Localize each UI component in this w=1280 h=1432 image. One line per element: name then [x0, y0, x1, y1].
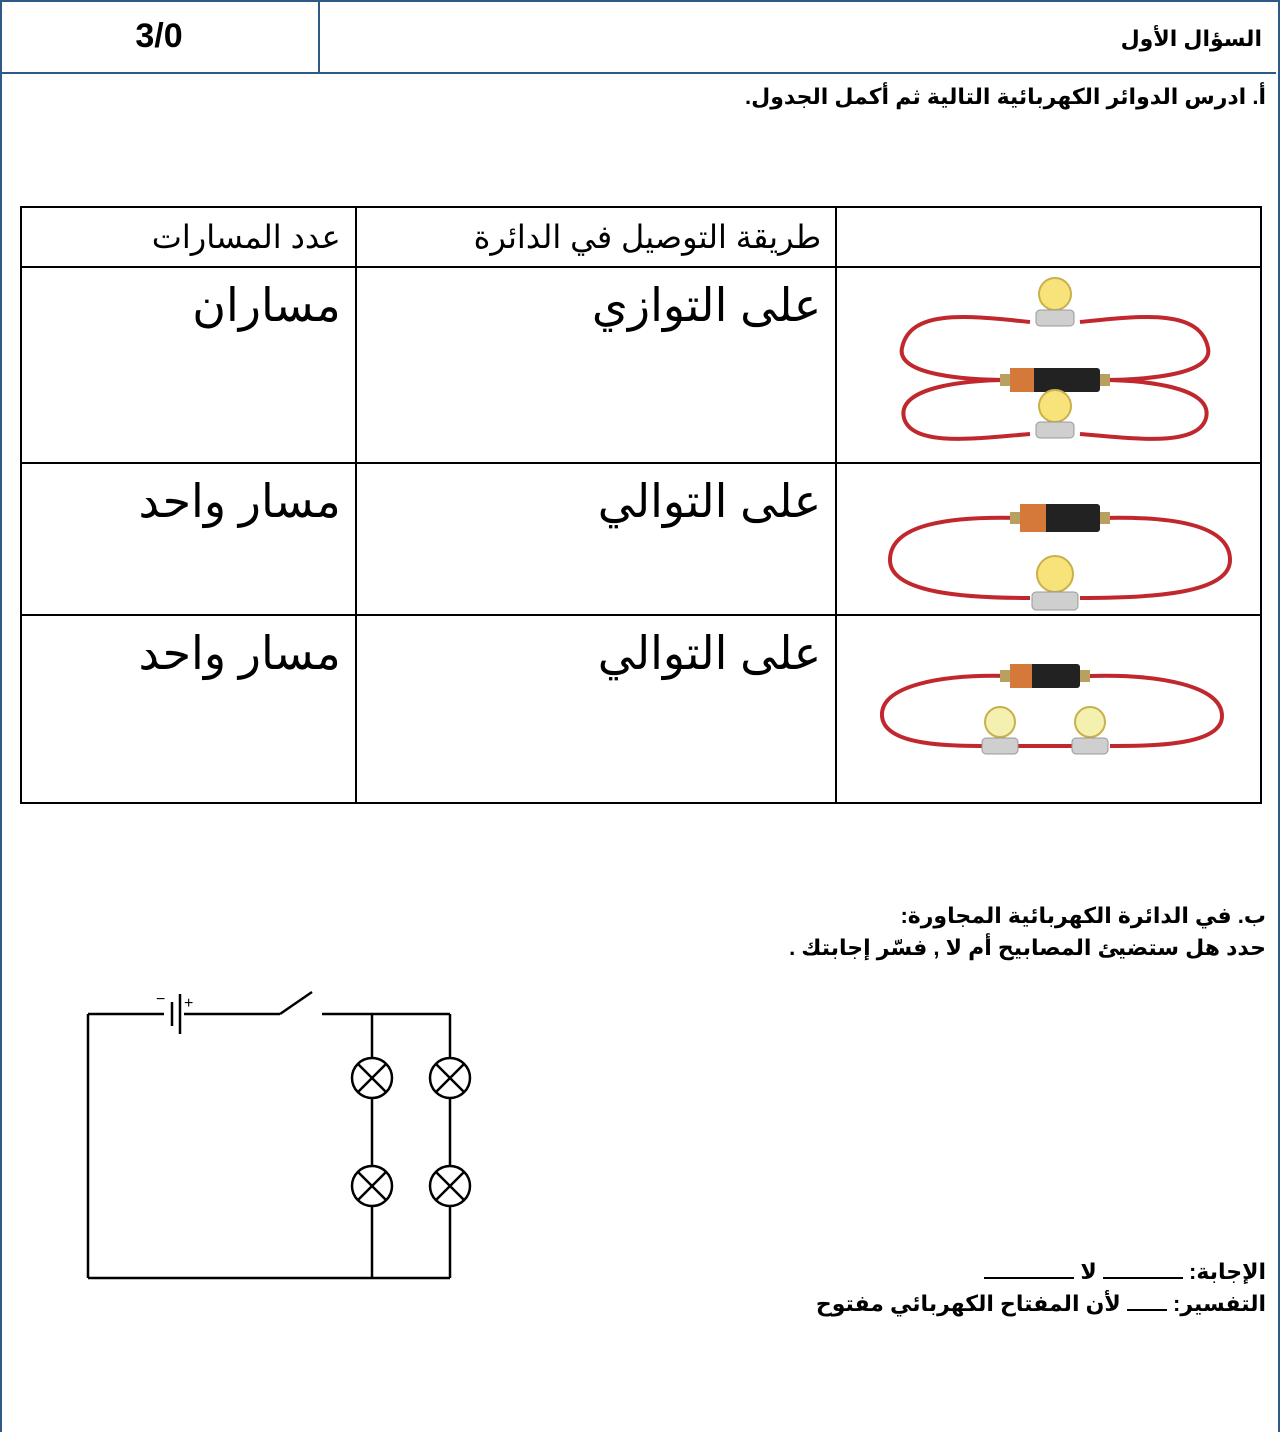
part-b-line-2: حدد هل ستضيئ المصابيح أم لا , فسّر إجابت… — [789, 935, 1266, 960]
battery-plus-label: + — [184, 995, 193, 1012]
score-box: 3/0 — [0, 0, 320, 72]
paths-text: مسار واحد — [138, 475, 341, 527]
question-title: السؤال الأول — [1120, 26, 1262, 51]
paths-text: مساران — [192, 279, 341, 331]
method-text: على التوالي — [597, 475, 822, 527]
series-circuit-one-bulb-icon — [887, 504, 1233, 611]
method-text: على التوالي — [597, 627, 822, 679]
method-cell: على التوالي — [354, 462, 838, 616]
explanation-label: التفسير: — [1173, 1291, 1266, 1316]
circuit-image-cell — [835, 614, 1262, 804]
paths-cell: مساران — [20, 266, 357, 464]
method-cell: على التوازي — [354, 266, 838, 464]
paths-text: مسار واحد — [138, 627, 341, 679]
series-circuit-two-bulbs-icon — [879, 664, 1225, 755]
method-text: على التوازي — [591, 279, 822, 331]
battery-minus-label: − — [156, 991, 165, 1008]
answer-blank-before — [1102, 1277, 1183, 1279]
explanation-line: التفسير: لأن المفتاح الكهربائي مفتوح — [816, 1288, 1266, 1320]
part-a-instruction: أ. ادرس الدوائر الكهربائية التالية ثم أك… — [745, 84, 1266, 109]
answer-line: الإجابة: لا — [816, 1256, 1266, 1288]
part-b-prompt: ب. في الدائرة الكهربائية المجاورة: حدد ه… — [789, 900, 1266, 964]
explanation-value: لأن المفتاح الكهربائي مفتوح — [815, 1291, 1121, 1316]
table-row: على التوازي مساران — [20, 266, 1262, 464]
paths-cell: مسار واحد — [20, 462, 357, 616]
parallel-circuit-icon — [899, 277, 1211, 441]
header-method-col: طريقة التوصيل في الدائرة — [354, 206, 838, 268]
answer-block: الإجابة: لا التفسير: لأن المفتاح الكهربا… — [816, 1256, 1266, 1320]
circuit-image-cell — [835, 462, 1262, 616]
answer-blank-after — [984, 1277, 1075, 1279]
circuits-table: طريقة التوصيل في الدائرة عدد المسارات — [20, 206, 1262, 804]
table-row: على التوالي مسار واحد — [20, 462, 1262, 616]
method-cell: على التوالي — [354, 614, 838, 804]
explanation-blank — [1126, 1309, 1167, 1311]
open-switch-circuit-diagram: − + — [86, 990, 472, 1280]
answer-label: الإجابة: — [1189, 1259, 1266, 1284]
header-image-col — [835, 206, 1262, 268]
header-paths-col: عدد المسارات — [20, 206, 357, 268]
table-header-row: طريقة التوصيل في الدائرة عدد المسارات — [20, 206, 1262, 268]
paths-cell: مسار واحد — [20, 614, 357, 804]
part-b-line-1: ب. في الدائرة الكهربائية المجاورة: — [900, 903, 1266, 928]
answer-value: لا — [1080, 1259, 1097, 1284]
circuit-image-cell — [835, 266, 1262, 464]
table-row: على التوالي مسار واحد — [20, 614, 1262, 804]
question-header: 3/0 السؤال الأول — [0, 0, 1276, 74]
